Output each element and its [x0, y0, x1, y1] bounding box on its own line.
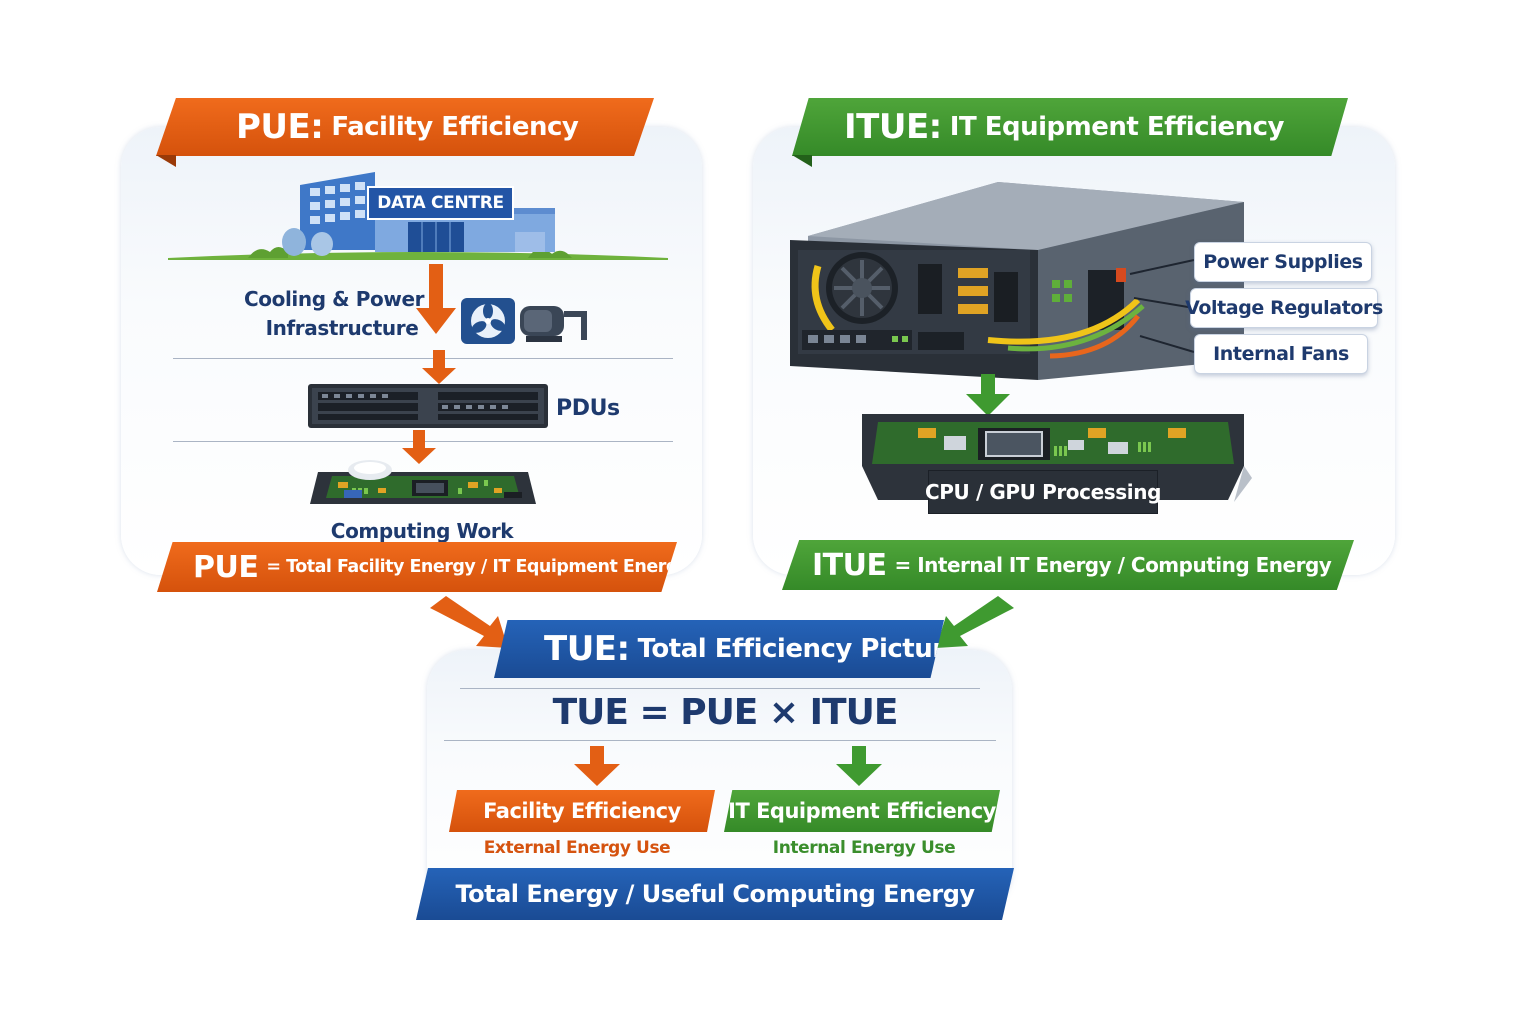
cpu-gpu-processing-label: CPU / GPU Processing: [925, 470, 1161, 514]
tue-title-bold: TUE:: [544, 629, 630, 669]
flow-arrow-green-1: [966, 374, 1010, 416]
tue-arrow-orange: [574, 746, 620, 786]
callout-internal-fans: Internal Fans: [1194, 334, 1368, 374]
itue-formula-bold: ITUE: [812, 547, 887, 583]
connector-arrow-green: [936, 596, 1014, 648]
flow-arrow-orange-3: [402, 430, 436, 464]
itue-formula-rest: = Internal IT Energy / Computing Energy: [894, 553, 1332, 577]
computing-board-icon: [310, 460, 536, 504]
pue-separator-1: [173, 358, 673, 359]
computing-work-label: Computing Work: [330, 519, 514, 543]
flow-arrow-orange-2: [422, 350, 456, 384]
tue-bottom-banner: Total Energy / Useful Computing Energy: [416, 868, 1014, 920]
itue-title-banner: ITUE: IT Equipment Efficiency: [792, 98, 1348, 156]
pdu-rack-icon: [308, 384, 548, 428]
pdus-label: PDUs: [556, 396, 620, 421]
tue-separator-1: [460, 688, 980, 689]
itue-title-rest: IT Equipment Efficiency: [949, 112, 1285, 142]
facility-efficiency-box: Facility Efficiency: [449, 790, 715, 832]
cooling-fan-icon: [461, 298, 515, 344]
tue-title-rest: Total Efficiency Picture: [637, 634, 962, 664]
pue-title-bold: PUE:: [236, 107, 324, 147]
tue-equation: TUE = PUE × ITUE: [552, 692, 899, 733]
itue-formula-banner: ITUE = Internal IT Energy / Computing En…: [782, 540, 1354, 590]
internal-energy-use-label: Internal Energy Use: [772, 838, 956, 858]
pue-title-rest: Facility Efficiency: [331, 112, 579, 142]
pue-banner-fold: [156, 155, 176, 167]
tue-title-banner: TUE: Total Efficiency Picture: [494, 620, 944, 678]
pue-formula-bold: PUE: [193, 549, 259, 585]
tue-separator-2: [444, 740, 996, 741]
external-energy-use-label: External Energy Use: [483, 838, 671, 858]
data-centre-sign: DATA CENTRE: [367, 186, 514, 220]
server-chassis-icon: [790, 182, 1244, 380]
it-equipment-efficiency-box: IT Equipment Efficiency: [724, 790, 1000, 832]
callout-connectors: [1129, 259, 1195, 353]
flow-arrow-orange-1: [416, 264, 456, 334]
callout-voltage-regulators: Voltage Regulators: [1185, 288, 1383, 328]
itue-title-bold: ITUE:: [844, 107, 942, 147]
pump-icon: [520, 306, 587, 342]
tue-arrow-green: [836, 746, 882, 786]
itue-banner-fold: [792, 155, 812, 167]
cooling-power-label-line2: Infrastructure: [265, 316, 419, 340]
pue-formula-rest: = Total Facility Energy / IT Equipment E…: [266, 557, 689, 577]
pue-formula-banner: PUE = Total Facility Energy / IT Equipme…: [157, 542, 677, 592]
callout-power-supplies: Power Supplies: [1194, 242, 1372, 282]
cooling-power-label-line1: Cooling & Power: [244, 287, 425, 311]
pue-title-banner: PUE: Facility Efficiency: [156, 98, 654, 156]
connector-arrow-orange: [430, 596, 508, 648]
